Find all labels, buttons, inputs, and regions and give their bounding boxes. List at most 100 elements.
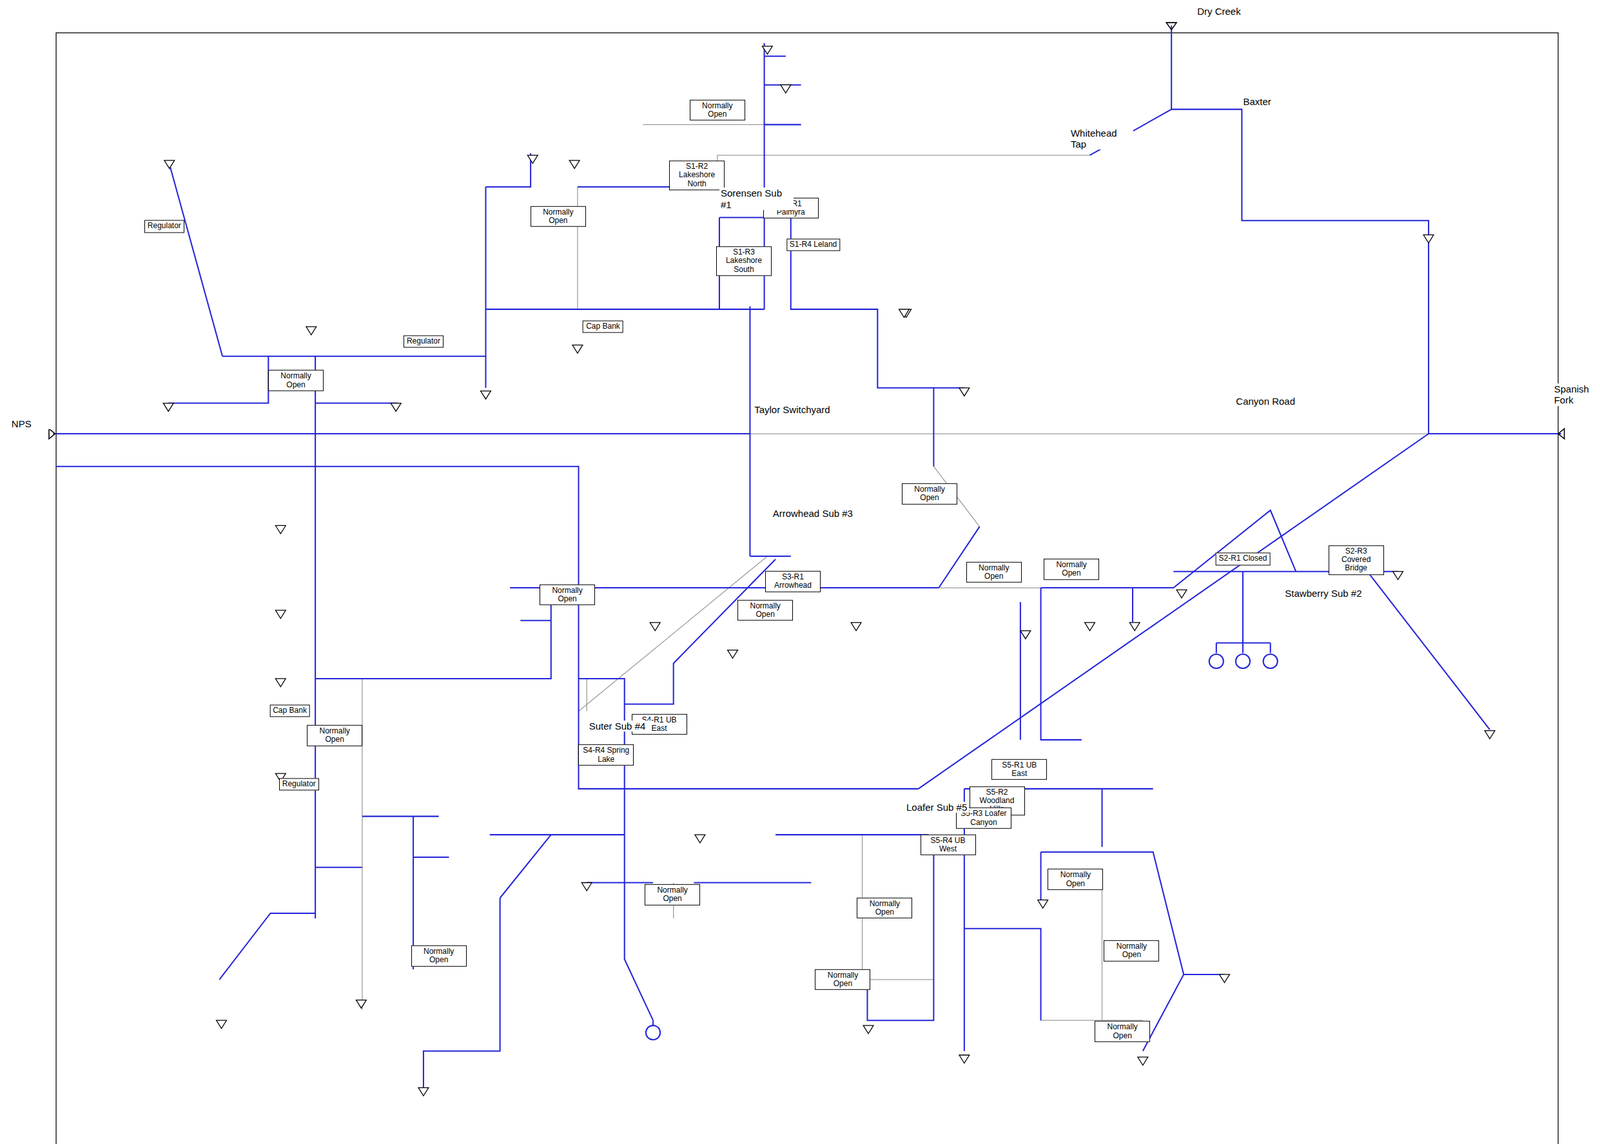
feeder-tag-box: Normally Open [1103,940,1160,962]
tag-text: Normally Open [647,886,697,904]
load-triangle [164,160,175,169]
load-triangle [649,622,661,632]
substation-name: NPS [10,418,54,430]
load-triangle [761,46,773,55]
feeder-tag-box: S4-R4 Spring Lake [578,744,634,766]
feeder-tag-box: Regulator [403,335,444,349]
tag-text: Normally Open [740,601,790,619]
substation-name: Taylor Switchyard [752,404,848,416]
feeder-tag-box: Normally Open [689,99,746,121]
tag-text: S5-R1 UB East [994,760,1044,778]
load-triangle [163,403,174,412]
load-triangle [1137,1057,1149,1066]
load-triangle [850,622,862,632]
tag-text: S5-R4 UB West [923,836,973,853]
load-triangle [1176,589,1187,599]
feeder-tag-box: Normally Open [1047,868,1103,890]
load-triangle [899,309,910,318]
tag-text: Regulator [406,337,441,347]
substation-name: Whitehead Tap [1069,127,1134,151]
tag-text: Normally Open [1046,560,1096,578]
tag-text: Regulator [147,222,182,231]
substation-name: Canyon Road [1234,395,1309,407]
substation-name: Dry Creek [1195,5,1260,17]
load-triangle [1484,731,1495,740]
load-triangle [780,85,791,94]
feeder-tag-box: Normally Open [644,884,701,906]
load-triangle [275,678,286,688]
load-triangle [390,403,401,412]
load-triangle [418,1088,429,1097]
feeder-tag-box: Normally Open [1094,1021,1151,1042]
feeder-tag-box: S1-R4 Leland [786,238,840,251]
tag-text: Normally Open [1106,942,1156,960]
load-triangle [959,388,970,397]
feeder-tag-box: Normally Open [530,205,586,227]
tag-text: Normally Open [905,485,955,503]
load-triangle [1129,622,1140,632]
feeder-tag-box: Normally Open [1043,558,1100,580]
tag-text: Normally Open [542,586,592,604]
load-triangle [355,1000,367,1009]
load-triangle [480,391,492,400]
feeder-tag-box: S3-R1 Arrowhead [765,571,821,592]
feeder-tag-box: Cap Bank [269,705,311,718]
tag-text: Cap Bank [272,707,307,716]
tag-text: Normally Open [533,207,583,225]
substation-name: Arrowhead Sub #3 [771,507,857,519]
substation-name: Sorensen Sub #1 [719,187,794,211]
tag-text: Normally Open [969,564,1019,581]
load-triangle [572,344,583,354]
tag-text: S1-R2 Lakeshore North [672,162,722,189]
load-triangle [727,650,739,659]
feeder-tag-box: Normally Open [814,968,871,990]
load-triangle [569,160,580,169]
load-triangle [1423,234,1434,244]
load-triangle [694,834,706,844]
feeder-tag-box: S2-R1 Closed [1215,553,1271,566]
tag-text: S1-R3 Lakeshore South [719,248,769,274]
feeder-tag-box: Normally Open [268,370,324,391]
feeder-tag-box: Normally Open [306,725,363,746]
load-triangle [1037,899,1049,909]
substation-name: Stawberry Sub #2 [1283,587,1368,599]
feeder-tag-box: Normally Open [966,562,1022,583]
tag-text: S4-R4 Spring Lake [581,746,631,764]
feeder-tag-box: Cap Bank [582,320,624,333]
load-triangle [863,1025,874,1035]
feeder-tag-box: Normally Open [411,945,467,967]
load-triangle [275,610,286,619]
load-triangle [1393,571,1404,581]
substation-name: Loafer Sub #5 [905,801,969,813]
feeder-tag-box: S5-R4 UB West [920,834,976,855]
tag-text: Normally Open [818,970,868,988]
feeder-tag-box: Normally Open [856,897,913,919]
load-triangle [216,1020,227,1029]
feeder-tag-box: Normally Open [737,599,793,621]
substation-name: Baxter [1241,96,1316,108]
tag-text: S1-R4 Leland [789,240,837,249]
load-triangle [581,882,592,891]
feeder-tag-box: Regulator [144,220,185,233]
feeder-tag-box: S1-R2 Lakeshore North [669,160,725,191]
tag-text: Normally Open [414,947,464,965]
tag-text: S2-R1 Closed [1219,555,1268,564]
feeder-tag-box: Regulator [279,778,320,791]
load-triangle [275,525,286,534]
tag-text: Normally Open [271,371,321,389]
substation-name: Spanish Fork [1552,383,1597,407]
load-triangle [1020,631,1031,640]
tag-text: Regulator [282,780,316,790]
tag-text: Normally Open [1097,1023,1147,1040]
tag-text: Normally Open [1050,870,1100,888]
tag-text: Cap Bank [585,322,621,331]
load-triangle [1084,622,1096,632]
tag-text: S3-R1 Arrowhead [768,573,818,590]
feeder-tag-box: Normally Open [539,584,596,606]
tag-text: S2-R3 Covered Bridge [1331,547,1381,574]
tag-text: Normally Open [310,727,360,744]
feeder-tag-box: S2-R3 Covered Bridge [1328,545,1385,576]
feeder-tag-box: S5-R1 UB East [991,758,1047,780]
tag-text: Normally Open [859,899,909,917]
load-triangle [959,1055,970,1064]
